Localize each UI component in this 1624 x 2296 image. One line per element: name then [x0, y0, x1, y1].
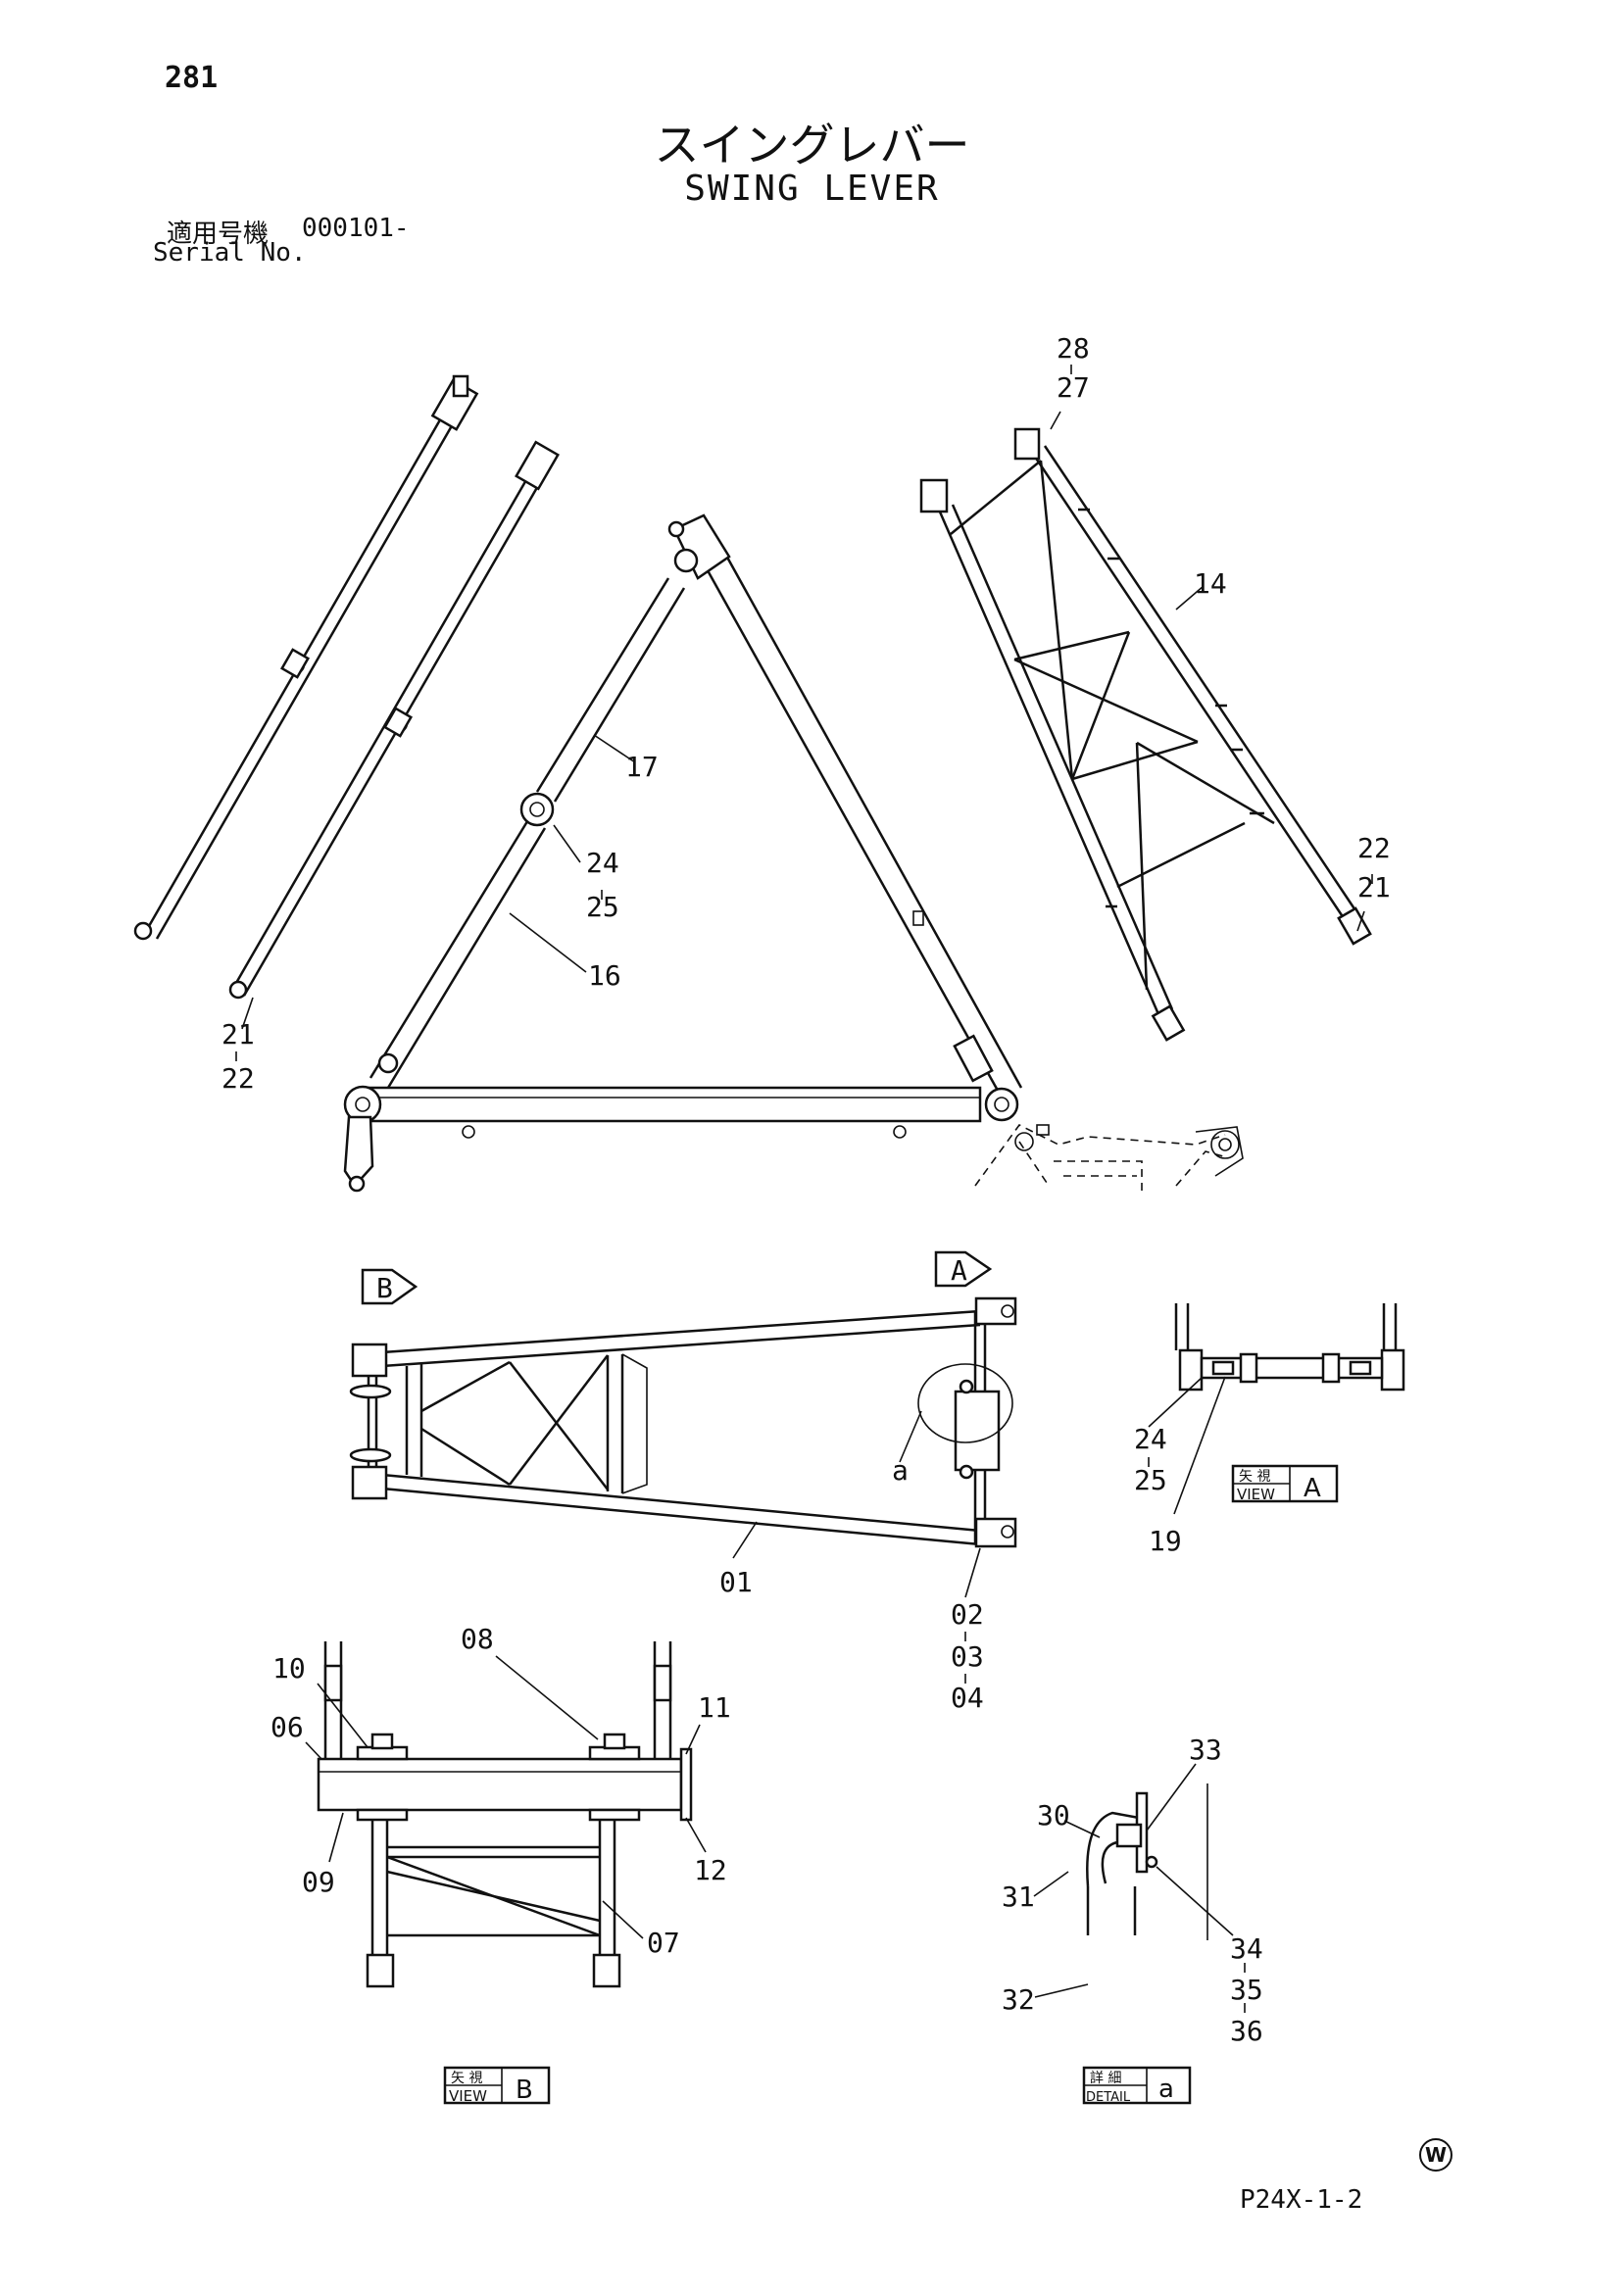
callout-07: 07 [647, 1927, 680, 1959]
serial-label-english: Serial No. [153, 238, 307, 268]
view-a-en: VIEW [1237, 1486, 1275, 1503]
callout-12: 12 [694, 1854, 727, 1886]
view-arrow-a: A [934, 1250, 993, 1288]
title-english: SWING LEVER [684, 169, 940, 209]
callout-10: 10 [272, 1652, 306, 1685]
callout-01: 01 [719, 1566, 753, 1598]
rod-left-2 [228, 440, 560, 1000]
callout-30: 30 [1037, 1799, 1070, 1832]
callout-03: 03 [951, 1640, 984, 1673]
frame-top-view [349, 1296, 1017, 1548]
leader-lines [235, 365, 1373, 2013]
callout-28: 28 [1057, 332, 1090, 365]
callout-33: 33 [1189, 1734, 1222, 1766]
view-a-letter: A [1304, 1474, 1321, 1503]
callout-11: 11 [698, 1691, 731, 1724]
document-code: P24X-1-2 [1240, 2185, 1363, 2215]
title-japanese: スイングレバー [654, 119, 970, 171]
rod-left-1 [133, 374, 479, 941]
callout-24-upper: 24 [586, 847, 619, 879]
callout-16: 16 [588, 959, 621, 992]
detail-a-letter: a [1158, 2075, 1174, 2104]
callout-35: 35 [1230, 1974, 1263, 2006]
callout-a: a [892, 1454, 909, 1487]
detail-a-label-box: 詳 細 DETAIL a [1082, 2066, 1192, 2105]
view-b-drawing [317, 1641, 693, 1988]
detail-a-drawing [1086, 1783, 1208, 1940]
callout-17: 17 [625, 751, 659, 783]
callout-02: 02 [951, 1598, 984, 1631]
view-a-label-box: 矢 視 VIEW A [1231, 1464, 1339, 1503]
view-a-drawing [1174, 1303, 1405, 1392]
truss-upper-right [919, 427, 1372, 1042]
callout-24-view-a: 24 [1134, 1423, 1167, 1455]
view-b-en: VIEW [449, 2087, 487, 2105]
callout-22-right: 22 [1357, 832, 1391, 864]
detail-a-en: DETAIL [1086, 2090, 1131, 2105]
detail-a-jp: 詳 細 [1090, 2071, 1121, 2086]
callout-22-left: 22 [221, 1062, 255, 1095]
page-number: 281 [165, 61, 219, 95]
callout-27: 27 [1057, 371, 1090, 404]
view-b-letter: B [516, 2076, 533, 2105]
a-frame [343, 513, 1244, 1193]
callout-34: 34 [1230, 1932, 1263, 1965]
callout-25-upper: 25 [586, 891, 619, 923]
callout-25-view-a: 25 [1134, 1464, 1167, 1496]
callout-09: 09 [302, 1866, 335, 1898]
serial-label-japanese: 適用号機 [167, 220, 270, 249]
callout-08: 08 [461, 1623, 494, 1655]
view-b-label-box: 矢 視 VIEW B [443, 2066, 551, 2105]
callout-36: 36 [1230, 2015, 1263, 2047]
callout-04: 04 [951, 1682, 984, 1714]
callout-labels: 28 27 14 17 24 25 16 22 21 21 22 a 01 02… [221, 332, 1391, 2047]
view-arrow-a-letter: A [951, 1254, 967, 1287]
callout-31: 31 [1002, 1881, 1035, 1913]
callout-14: 14 [1194, 567, 1227, 600]
callout-32: 32 [1002, 1983, 1035, 2016]
callout-19: 19 [1149, 1525, 1182, 1557]
callout-06: 06 [271, 1711, 304, 1743]
callout-21-left: 21 [221, 1018, 255, 1050]
watermark-symbol: W [1419, 2138, 1452, 2172]
view-b-jp: 矢 視 [451, 2071, 482, 2086]
callout-21-right: 21 [1357, 871, 1391, 904]
view-a-jp: 矢 視 [1239, 1469, 1270, 1485]
view-arrow-b: B [361, 1268, 418, 1305]
serial-value: 000101- [302, 214, 410, 243]
view-arrow-b-letter: B [376, 1272, 393, 1304]
